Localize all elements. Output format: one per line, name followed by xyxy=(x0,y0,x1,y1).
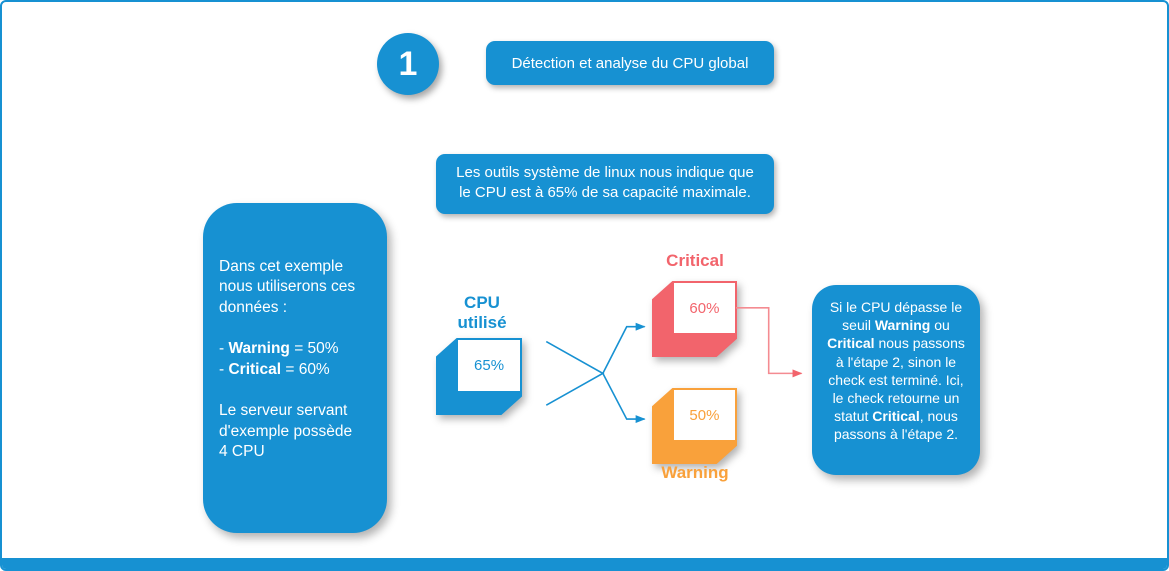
warning-threshold-label: Warning xyxy=(661,463,729,482)
critical-threshold-node: 60% xyxy=(652,281,737,357)
decision-panel-text: Si le CPU dépasse le seuil Warning ou Cr… xyxy=(827,299,965,443)
critical-threshold-node-face: 60% xyxy=(673,283,735,334)
warning-threshold-node: 50% xyxy=(652,388,737,464)
warning-threshold-value: 50% xyxy=(689,406,720,424)
cpu-used-node-face: 65% xyxy=(458,340,520,391)
context-paragraph-intro: Dans cet exemple nous utiliserons ces do… xyxy=(219,258,356,316)
critical-threshold-value: 60% xyxy=(689,299,720,317)
context-paragraph-warning: - Warning = 50% xyxy=(219,340,339,358)
context-paragraph-server: Le serveur servant d'exemple possède 4 C… xyxy=(219,402,353,461)
step-number-badge: 1 xyxy=(377,33,439,95)
cpu-used-label: CPU utilisé xyxy=(457,293,507,333)
cpu-used-value: 65% xyxy=(474,356,505,374)
split-chevron xyxy=(545,340,605,406)
warning-threshold-node-face: 50% xyxy=(673,390,735,441)
context-paragraph-critical: - Critical = 60% xyxy=(219,360,330,378)
bottom-accent-bar xyxy=(2,558,1167,569)
step-title-box: Détection et analyse du CPU global xyxy=(486,41,774,85)
critical-threshold-label: Critical xyxy=(666,251,724,270)
system-output-note-text: Les outils système de linux nous indique… xyxy=(456,164,754,202)
arrow-to-warning xyxy=(602,373,646,424)
cpu-used-node: 65% xyxy=(436,338,522,415)
decision-panel: Si le CPU dépasse le seuil Warning ou Cr… xyxy=(812,285,980,475)
arrow-to-critical xyxy=(602,322,646,374)
step-number: 1 xyxy=(398,44,418,83)
system-output-note: Les outils système de linux nous indique… xyxy=(436,154,774,214)
step-title: Détection et analyse du CPU global xyxy=(511,54,749,72)
critical-to-decision-connector xyxy=(735,307,803,378)
context-panel: Dans cet exemple nous utiliserons ces do… xyxy=(203,203,387,533)
